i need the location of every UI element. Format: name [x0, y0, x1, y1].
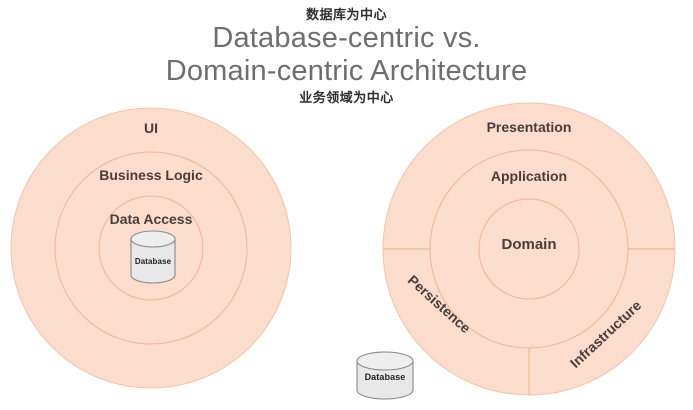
page-title: Database-centric vs. Domain-centric Arch…: [165, 22, 528, 87]
ring-label-data-access: Data Access: [109, 211, 193, 227]
annotation-domain-centric: 业务领域为中心: [299, 91, 394, 106]
ring-label-ui: UI: [144, 120, 158, 136]
ring-domain: [478, 198, 580, 300]
cylinder-database-inner: [130, 230, 176, 284]
ring-label-domain: Domain: [501, 236, 557, 253]
cylinder-label-database-outer: Database: [364, 372, 406, 382]
sector-dividers: [383, 248, 675, 395]
right-diagram-rings: [382, 102, 676, 396]
annotation-database-centric: 数据库为中心: [305, 8, 387, 23]
cylinder-database-outer: [356, 351, 414, 400]
cylinder-label-database-inner: Database: [134, 257, 172, 266]
ring-label-application: Application: [490, 168, 568, 184]
ring-label-business-logic: Business Logic: [99, 167, 203, 183]
ring-label-presentation: Presentation: [486, 119, 572, 135]
